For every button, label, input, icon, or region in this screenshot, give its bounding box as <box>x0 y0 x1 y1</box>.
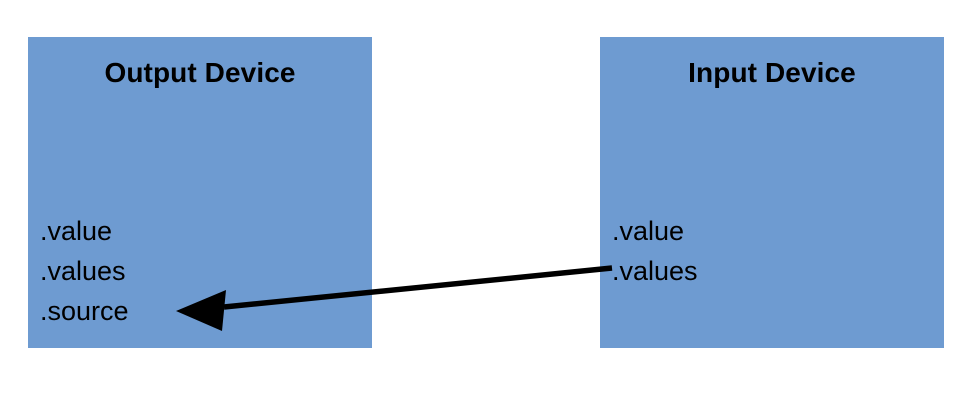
list-item: .source <box>40 296 129 326</box>
list-item: .values <box>612 256 698 286</box>
list-item: .value <box>40 216 113 246</box>
output-device-box[interactable]: Output Device .value .values .source <box>28 37 372 348</box>
input-device-title: Input Device <box>688 57 856 88</box>
input-device-property-list: .value .values <box>612 211 698 291</box>
input-device-box[interactable]: Input Device .value .values <box>600 37 944 348</box>
output-device-property-list: .value .values .source <box>40 211 129 331</box>
list-item: .value <box>612 216 685 246</box>
output-device-title: Output Device <box>104 57 296 88</box>
list-item: .values <box>40 256 126 286</box>
